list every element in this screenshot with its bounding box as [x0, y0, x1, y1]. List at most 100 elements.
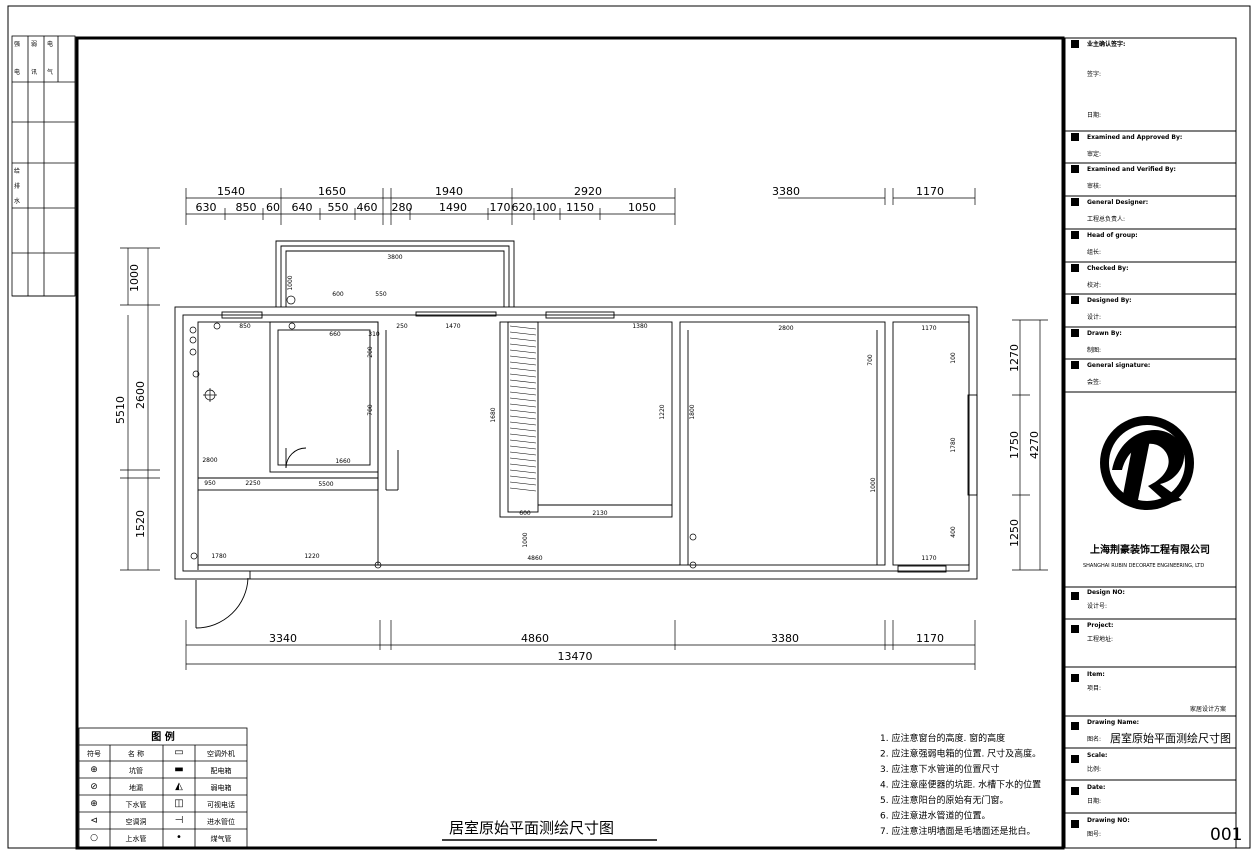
inner-dim-23: 400 [950, 526, 957, 538]
top-subdim-3: 640 [292, 201, 313, 214]
tb-label-4: Head of group: [1087, 232, 1138, 239]
company-name-cn: 上海荆豪装饰工程有限公司 [1090, 543, 1210, 556]
tb2-sub-0-0: 设计号: [1087, 602, 1107, 610]
inner-dim-15: 2800 [778, 325, 793, 332]
inner-dim-18: 1780 [950, 437, 957, 452]
tb-label-8: General signature: [1087, 362, 1150, 369]
inner-dim-13: 1000 [522, 532, 529, 547]
tb2-sub-5-0: 日期: [1087, 797, 1101, 805]
inner-dim-20: 1220 [659, 404, 666, 419]
legend-header-name: 名 称 [128, 749, 144, 758]
tb-marker [1071, 231, 1079, 239]
strip-header2-2: 讯 [31, 68, 37, 76]
stair-tread [509, 349, 537, 354]
legend-rsymbol-1: ▬ [174, 764, 183, 775]
strip-mid-1: 给 [14, 167, 20, 175]
tb2-sub-3-0: 图名: [1087, 735, 1101, 743]
inner-dim-32: 1000 [870, 477, 877, 492]
inner-dim-14: 4860 [527, 555, 542, 562]
drawing-frame [75, 36, 1065, 850]
bottom-dimension-lines [185, 620, 976, 670]
stair-tread [509, 355, 537, 360]
top-dim-5: 1170 [916, 185, 944, 198]
left-dim-outer-0: 1000 [128, 264, 141, 292]
top-dim-0: 1540 [217, 185, 245, 198]
bottom-dim-1: 4860 [521, 632, 549, 645]
stair-tread [509, 343, 537, 348]
top-dim-1: 1650 [318, 185, 346, 198]
legend-symbol-4: ○ [90, 833, 98, 843]
inner-dim-21: 700 [367, 404, 374, 416]
stair-tread [509, 337, 537, 342]
legend-symbol-3: ⊲ [90, 816, 98, 826]
stair-tread [509, 415, 537, 420]
stair-tread [509, 373, 537, 378]
tb-sub-0-0: 签字: [1087, 70, 1101, 78]
tb-sub-6-0: 设计: [1087, 313, 1101, 321]
drawing-title: 居室原始平面测绘尺寸图 [449, 819, 614, 837]
strip-header-1: 强 [14, 41, 20, 48]
sheet-number: 001 [1210, 825, 1242, 845]
item-value: 家居设计方案 [1190, 705, 1226, 713]
legend-left-2: 下水管 [126, 800, 147, 809]
legend-right-5: 煤气管 [211, 834, 232, 843]
company-logo [1100, 416, 1194, 510]
legend-left-1: 地漏 [129, 783, 143, 792]
right-dim-inner-0: 1270 [1008, 344, 1021, 372]
legend-right-0: 空调外机 [207, 749, 235, 758]
title-block [1064, 37, 1237, 849]
left-dim-inner-1: 1520 [134, 510, 147, 538]
left-dim-inner-0: 2600 [134, 381, 147, 409]
legend-rsymbol-5: • [176, 832, 182, 843]
inner-dim-6: 850 [239, 323, 251, 330]
tb-marker [1071, 198, 1079, 206]
stair-tread [509, 421, 537, 426]
legend-symbol-0: ⊕ [90, 765, 98, 775]
stair-tread [509, 487, 537, 492]
top-subdim-10: 100 [536, 201, 557, 214]
stair-tread [509, 427, 537, 432]
inner-dim-7: 660 [329, 331, 341, 338]
tb-label-1: Examined and Approved By: [1087, 134, 1182, 141]
legend-title: 图 例 [151, 730, 174, 743]
note-line-3: 4. 应注意座便器的坑距. 水槽下水的位置 [880, 779, 1041, 791]
legend-rsymbol-4: ⊣ [175, 815, 184, 826]
tb-marker [1071, 165, 1079, 173]
note-line-1: 2. 应注意强弱电箱的位置. 尺寸及高度。 [880, 748, 1041, 760]
inner-dim-25: 950 [204, 480, 216, 487]
inner-dim-0: 3800 [387, 254, 402, 261]
stair-tread [509, 391, 537, 396]
right-dim-outer-0: 4270 [1028, 431, 1041, 459]
tb-marker [1071, 592, 1079, 600]
bottom-dim-0: 3340 [269, 632, 297, 645]
tb-sub-8-0: 会签: [1087, 378, 1101, 386]
legend-right-4: 进水管位 [207, 817, 235, 826]
legend-header-symbol: 符号 [87, 749, 101, 758]
stair-tread [509, 439, 537, 444]
inner-dim-22: 700 [867, 354, 874, 366]
tb2-sub-2-0: 项目: [1087, 685, 1101, 692]
tb-sub-5-0: 校对: [1087, 281, 1101, 289]
inner-dim-26: 2250 [245, 480, 260, 487]
inner-dim-12: 2130 [592, 510, 607, 517]
tb-marker [1071, 820, 1079, 828]
tb-marker [1071, 625, 1079, 633]
inner-dim-8: 310 [368, 331, 380, 338]
note-line-0: 1. 应注意窗台的高度. 窗的高度 [880, 732, 1005, 744]
strip-mid-2: 排 [14, 182, 20, 190]
strip-header2-1: 电 [14, 68, 20, 76]
tb-marker [1071, 722, 1079, 730]
side-dimension-lines [120, 247, 1048, 571]
stair-tread [509, 445, 537, 450]
left-strip [11, 35, 76, 297]
top-subdim-2: 60 [266, 201, 280, 214]
tb2-label-0: Design NO: [1087, 589, 1125, 596]
stair-tread [509, 325, 537, 330]
top-subdim-11: 1150 [566, 201, 594, 214]
stair-tread [509, 481, 537, 486]
stair-tread [509, 385, 537, 390]
tb2-label-6: Drawing NO: [1087, 817, 1130, 824]
stair-tread [509, 451, 537, 456]
